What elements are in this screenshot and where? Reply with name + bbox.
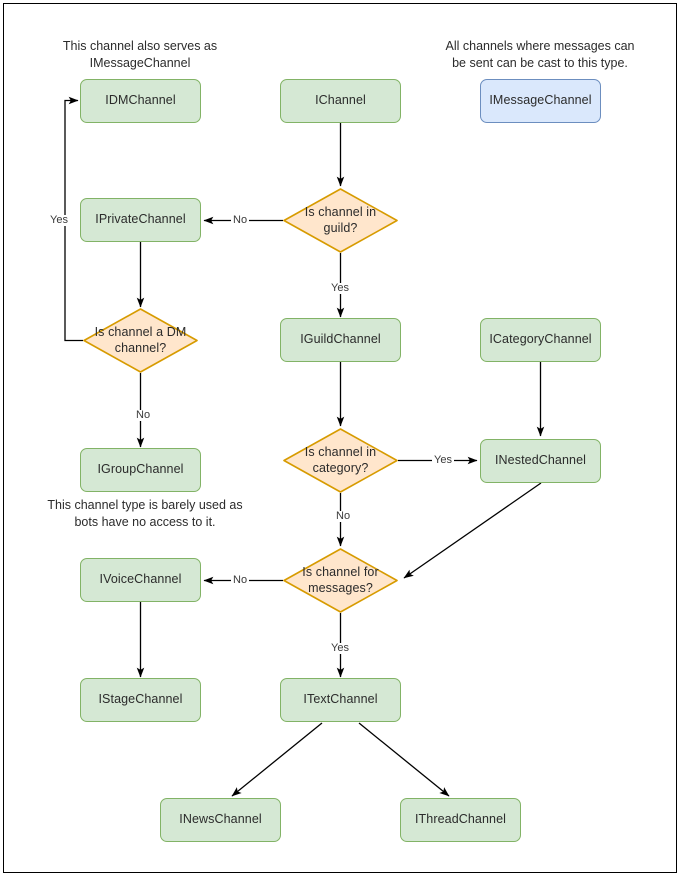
node-iprivatechannel-label: IPrivateChannel bbox=[95, 212, 186, 227]
edge-label-dm-no: No bbox=[134, 409, 153, 421]
edge-label-messages-no: No bbox=[231, 574, 250, 586]
node-istagechannel[interactable]: IStageChannel bbox=[80, 678, 201, 722]
node-ivoicechannel-label: IVoiceChannel bbox=[99, 572, 182, 587]
note-group-channel: This channel type is barely used as bots… bbox=[47, 498, 243, 529]
note-dm-channel: This channel also serves as IMessageChan… bbox=[62, 39, 218, 70]
node-decision-in-category[interactable]: Is channel in category? bbox=[283, 428, 398, 493]
diamond-shape-is-dm bbox=[83, 308, 198, 373]
node-itextchannel[interactable]: ITextChannel bbox=[280, 678, 401, 722]
edge-label-messages-yes: Yes bbox=[329, 642, 351, 654]
edge-inestedchannel-to-formessages bbox=[403, 482, 542, 579]
note-message-channel: All channels where messages can be sent … bbox=[445, 39, 635, 70]
edge-label-guild-yes: Yes bbox=[329, 282, 351, 294]
node-decision-in-guild-label: Is channel in guild? bbox=[304, 204, 377, 235]
node-imessagechannel[interactable]: IMessageChannel bbox=[480, 79, 601, 123]
node-idmchannel[interactable]: IDMChannel bbox=[80, 79, 201, 123]
diamond-shape-for-messages bbox=[283, 548, 398, 613]
node-igroupchannel-label: IGroupChannel bbox=[97, 462, 184, 477]
node-ichannel[interactable]: IChannel bbox=[280, 79, 401, 123]
node-iprivatechannel[interactable]: IPrivateChannel bbox=[80, 198, 201, 242]
node-ichannel-label: IChannel bbox=[315, 93, 366, 108]
node-ivoicechannel[interactable]: IVoiceChannel bbox=[80, 558, 201, 602]
node-iguildchannel[interactable]: IGuildChannel bbox=[280, 318, 401, 362]
node-inestedchannel-label: INestedChannel bbox=[494, 453, 587, 468]
node-inewschannel[interactable]: INewsChannel bbox=[160, 798, 281, 842]
node-decision-in-guild[interactable]: Is channel in guild? bbox=[283, 188, 398, 253]
diamond-shape-in-category bbox=[283, 428, 398, 493]
edge-itextchannel-to-ithreadchannel bbox=[358, 722, 450, 797]
node-decision-for-messages[interactable]: Is channel for messages? bbox=[283, 548, 398, 613]
node-icategorychannel[interactable]: ICategoryChannel bbox=[480, 318, 601, 362]
node-inestedchannel[interactable]: INestedChannel bbox=[480, 439, 601, 483]
node-ithreadchannel-label: IThreadChannel bbox=[414, 812, 507, 827]
node-igroupchannel[interactable]: IGroupChannel bbox=[80, 448, 201, 492]
edge-itextchannel-to-inewschannel bbox=[231, 722, 323, 797]
edge-label-dm-yes: Yes bbox=[48, 214, 70, 226]
node-decision-in-category-label: Is channel in category? bbox=[304, 444, 377, 475]
node-icategorychannel-label: ICategoryChannel bbox=[489, 332, 592, 347]
node-istagechannel-label: IStageChannel bbox=[98, 692, 183, 707]
node-iguildchannel-label: IGuildChannel bbox=[300, 332, 381, 347]
node-decision-is-dm[interactable]: Is channel a DM channel? bbox=[83, 308, 198, 373]
node-imessagechannel-label: IMessageChannel bbox=[489, 93, 592, 108]
node-inewschannel-label: INewsChannel bbox=[179, 812, 262, 827]
node-decision-is-dm-label: Is channel a DM channel? bbox=[94, 324, 187, 355]
node-decision-for-messages-label: Is channel for messages? bbox=[302, 564, 379, 595]
node-itextchannel-label: ITextChannel bbox=[303, 692, 378, 707]
diamond-shape-in-guild bbox=[283, 188, 398, 253]
edge-label-guild-no: No bbox=[231, 214, 250, 226]
edge-label-category-no: No bbox=[334, 510, 353, 522]
node-idmchannel-label: IDMChannel bbox=[105, 93, 176, 108]
node-ithreadchannel[interactable]: IThreadChannel bbox=[400, 798, 521, 842]
edge-label-category-yes: Yes bbox=[432, 454, 454, 466]
